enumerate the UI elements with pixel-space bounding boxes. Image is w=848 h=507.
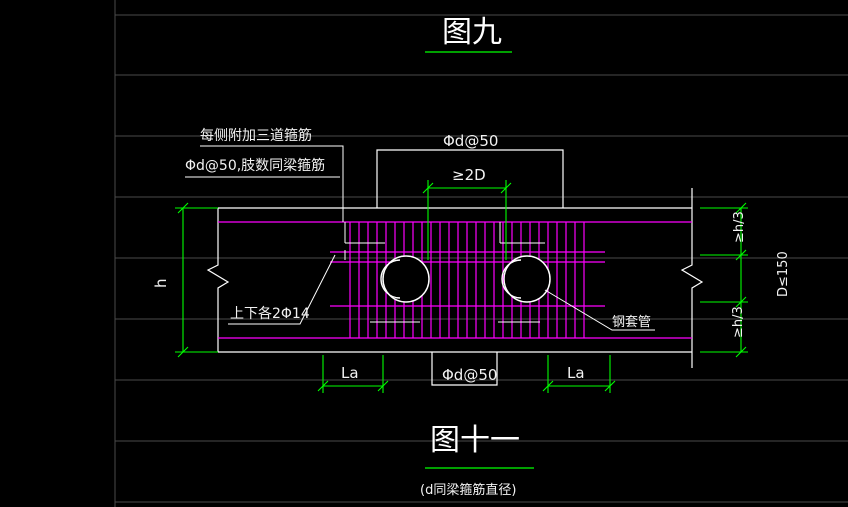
bottom-spacing-label: Φd@50 xyxy=(442,366,497,384)
stirrup-note-line1: 每侧附加三道箍筋 xyxy=(200,127,312,144)
title-note: (d同梁箍筋直径) xyxy=(420,482,516,498)
beam-outline xyxy=(206,149,704,386)
background-grid xyxy=(114,0,848,507)
dimension-lines xyxy=(175,180,748,393)
hole-spacing-label: ≥2D xyxy=(452,166,486,184)
sleeve-label: 钢套管 xyxy=(612,314,651,330)
sleeve-inner-arcs xyxy=(380,259,522,299)
third-top-label: ≥h/3 xyxy=(732,211,747,243)
steel-sleeves xyxy=(382,255,551,303)
inner-ties xyxy=(344,222,545,323)
main-title: 图十一 xyxy=(430,423,520,458)
stirrup-note-line2: Φd@50,肢数同梁箍筋 xyxy=(185,157,325,174)
rebar-label: 上下各2Φ14 xyxy=(230,306,310,322)
anchor-left-label: La xyxy=(341,364,359,382)
top-title: 图九 xyxy=(442,15,502,50)
height-label: h xyxy=(152,278,170,288)
anchor-right-label: La xyxy=(567,364,585,382)
top-spacing-label: Φd@50 xyxy=(443,132,498,150)
leader-lines xyxy=(185,145,655,331)
diameter-label: D≤150 xyxy=(776,251,791,297)
third-bottom-label: ≥h/3 xyxy=(731,306,746,338)
